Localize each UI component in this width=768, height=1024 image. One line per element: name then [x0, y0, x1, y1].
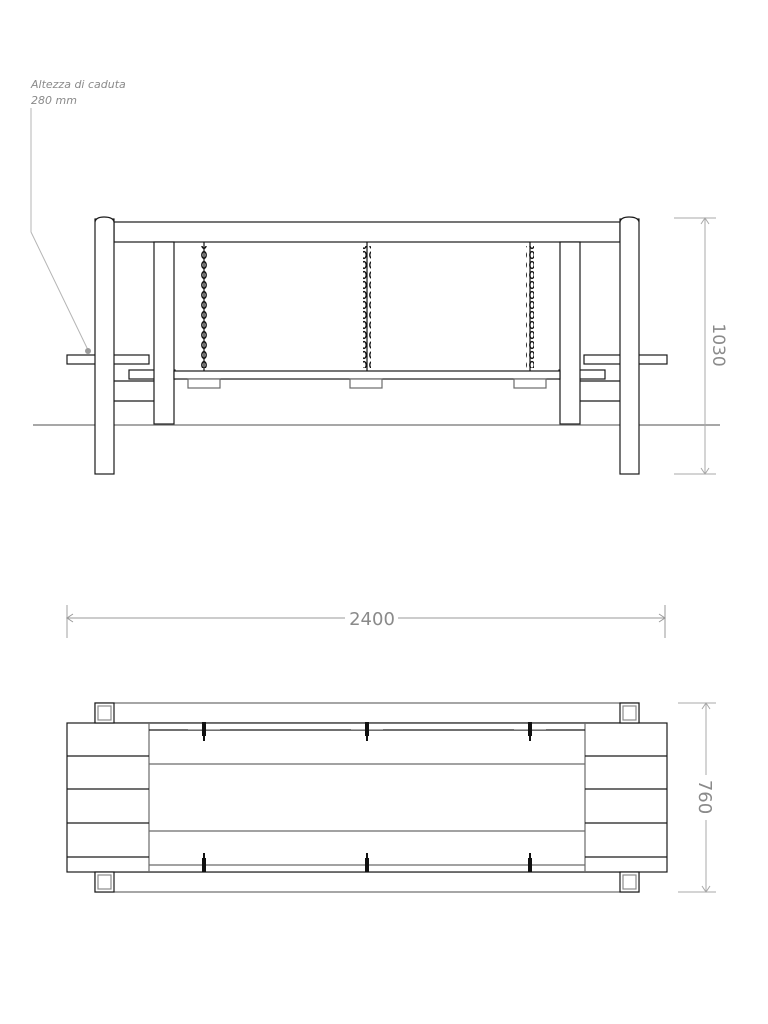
front-elevation: [33, 216, 720, 475]
bottom-beam-plan: [94, 871, 640, 893]
left-inner-post: [153, 241, 175, 425]
plan-body: [66, 722, 668, 873]
width-label: 760: [694, 780, 715, 814]
right-post: [619, 218, 640, 475]
height-label: 1030: [708, 323, 728, 366]
left-post: [94, 218, 115, 475]
chain-hooks-plan: [188, 722, 546, 872]
length-dimension: [66, 605, 666, 638]
height-dimension: [674, 217, 716, 475]
fall-height-value: 280 mm: [31, 94, 77, 107]
leader-dot: [85, 348, 91, 354]
top-beam-plan: [94, 702, 640, 724]
plan-view: [66, 702, 668, 893]
length-label: 2400: [349, 609, 395, 630]
leader-line: [30, 108, 89, 351]
swing-platform: [173, 370, 561, 380]
right-inner-post: [559, 241, 581, 425]
fall-height-label: Altezza di caduta: [30, 78, 126, 91]
width-dimension: [678, 702, 716, 893]
top-beam: [113, 221, 621, 243]
chains: [200, 242, 534, 371]
